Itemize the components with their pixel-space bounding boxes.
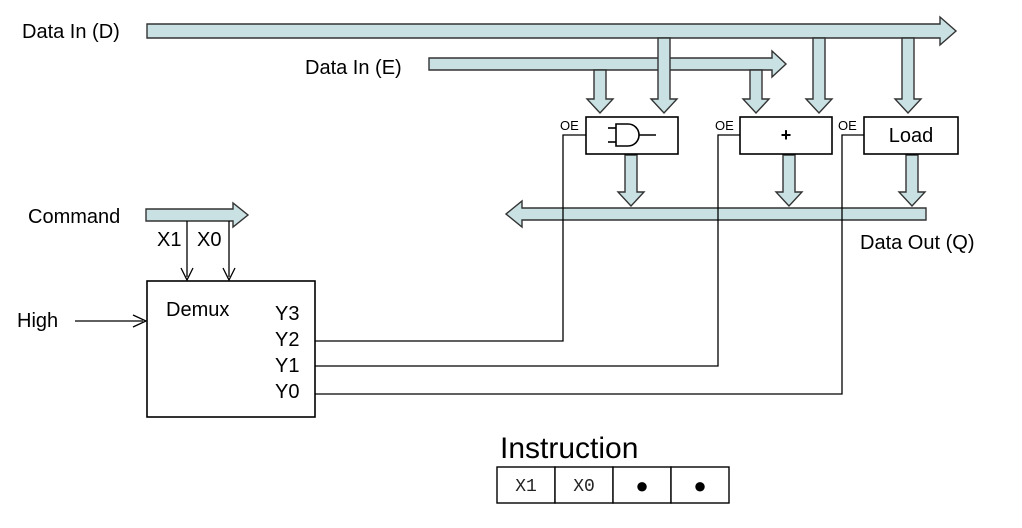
demux-title: Demux: [166, 299, 229, 321]
demux-box: [146, 280, 316, 418]
instruction-field-dot-1: [612, 466, 672, 504]
label-data-out-q: Data Out (Q): [860, 232, 974, 254]
bus-data-in-e: [428, 49, 788, 79]
tap-and-to-q: [616, 154, 646, 208]
adder-label: +: [781, 125, 792, 145]
instruction-title: Instruction: [500, 432, 638, 465]
arrow-high: [132, 314, 148, 328]
oe-label-and: OE: [560, 118, 579, 133]
and-gate-icon: [608, 123, 656, 147]
tap-d-to-and: [649, 37, 679, 115]
label-high: High: [17, 310, 58, 332]
instruction-fields: X1 X0 ● ●: [496, 466, 730, 504]
oe-label-adder: OE: [715, 118, 734, 133]
instruction-field-x0: [554, 466, 614, 504]
tap-e-to-adder: [741, 69, 771, 115]
arrow-x0: [222, 267, 236, 282]
instruction-field-dot-2-text: ●: [693, 473, 706, 498]
bus-data-in-d: [146, 15, 958, 47]
wire-y1-to-adder-oe: [315, 134, 740, 367]
label-x0: X0: [197, 229, 221, 251]
instruction-field-x1-text: X1: [515, 477, 537, 497]
load-unit-box: [863, 116, 959, 155]
instruction-field-x1: [496, 466, 556, 504]
adder-unit-box: [739, 116, 833, 155]
label-data-in-d: Data In (D): [22, 21, 120, 43]
tap-e-to-and: [585, 69, 615, 115]
wire-y2-to-and-oe: [315, 134, 586, 342]
tap-d-to-adder: [804, 37, 834, 115]
tap-adder-to-q: [774, 154, 804, 208]
instruction-field-x0-text: X0: [573, 477, 595, 497]
label-x1: X1: [157, 229, 181, 251]
demux-output-y1: Y1: [275, 355, 299, 377]
tap-d-to-load: [893, 37, 923, 115]
bus-data-out-q: [504, 199, 927, 229]
bus-command: [145, 201, 250, 229]
and-unit-box: [585, 116, 679, 155]
instruction-field-dot-2: [670, 466, 730, 504]
label-command: Command: [28, 206, 120, 228]
load-label: Load: [889, 125, 934, 147]
tap-load-to-q: [897, 154, 927, 208]
arrow-x1: [180, 267, 194, 282]
demux-output-y0: Y0: [275, 381, 299, 403]
demux-output-y2: Y2: [275, 329, 299, 351]
label-data-in-e: Data In (E): [305, 57, 402, 79]
instruction-field-dot-1-text: ●: [635, 473, 648, 498]
wire-y0-to-load-oe: [315, 134, 864, 395]
demux-output-y3: Y3: [275, 303, 299, 325]
oe-label-load: OE: [838, 118, 857, 133]
